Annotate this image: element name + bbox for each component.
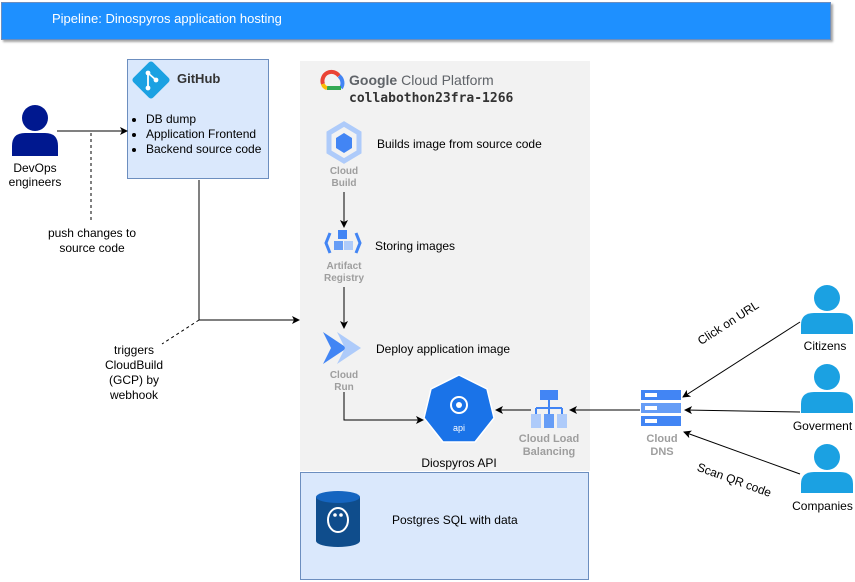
gcp-project-id: collabothon23fra-1266 [349, 91, 514, 106]
goverment-to-dns-edge [684, 406, 801, 415]
github-to-gcp-edge [198, 180, 300, 324]
gcp-logo-icon [320, 69, 345, 90]
pipeline-title: Pipeline: Dinospyros application hosting [52, 11, 282, 26]
postgres-icon [316, 491, 360, 547]
triggers-note: triggers CloudBuild (GCP) by webhook [104, 343, 164, 402]
cloud-build-icon [326, 121, 362, 164]
api-badge: api [452, 423, 465, 433]
list-item: Application Frontend [146, 127, 261, 142]
gcp-brand: Google Cloud Platform [349, 72, 494, 88]
pipeline-banner [1, 2, 831, 40]
citizens-label: Citizens [803, 339, 847, 353]
github-icon [132, 61, 170, 99]
artifact-registry-desc: Storing images [375, 239, 456, 253]
companies-to-dns-edge [683, 430, 801, 475]
cloud-run-icon [323, 332, 361, 364]
cloud-dns-label: Cloud DNS [646, 433, 678, 458]
companies-person-icon [801, 444, 853, 493]
companies-label: Companies [792, 499, 853, 513]
citizens-to-dns-edge [682, 321, 801, 398]
api-hexagon-icon [423, 374, 495, 443]
devops-label: DevOps engineers [8, 161, 62, 189]
goverment-person-icon [801, 364, 853, 413]
triggers-note-link [161, 319, 200, 345]
artifact-registry-label: Artifact Registry [323, 261, 364, 284]
push-changes-note: push changes to source code [47, 226, 137, 255]
cloud-run-desc: Deploy application image [376, 342, 511, 356]
devops-person-icon [12, 105, 58, 156]
citizens-person-icon [801, 285, 853, 334]
github-title: GitHub [177, 71, 221, 86]
load-balancing-icon [531, 390, 567, 428]
api-label: Diospyros API [421, 456, 497, 470]
load-balancing-label: Cloud Load Balancing [518, 433, 580, 458]
cloud-build-desc: Builds image from source code [377, 137, 542, 151]
run-to-api-edge [343, 392, 424, 424]
artifact-registry-icon [324, 230, 362, 254]
list-item: DB dump [146, 112, 261, 127]
cloud-build-label: Cloud Build [329, 166, 359, 189]
cloud-dns-icon [641, 390, 681, 426]
cloud-run-label: Cloud Run [329, 370, 359, 393]
postgres-desc: Postgres SQL with data [392, 513, 518, 527]
list-item: Backend source code [146, 142, 261, 157]
github-contents-list: DB dump Application Frontend Backend sou… [131, 112, 261, 157]
goverment-label: Goverment [792, 419, 853, 433]
